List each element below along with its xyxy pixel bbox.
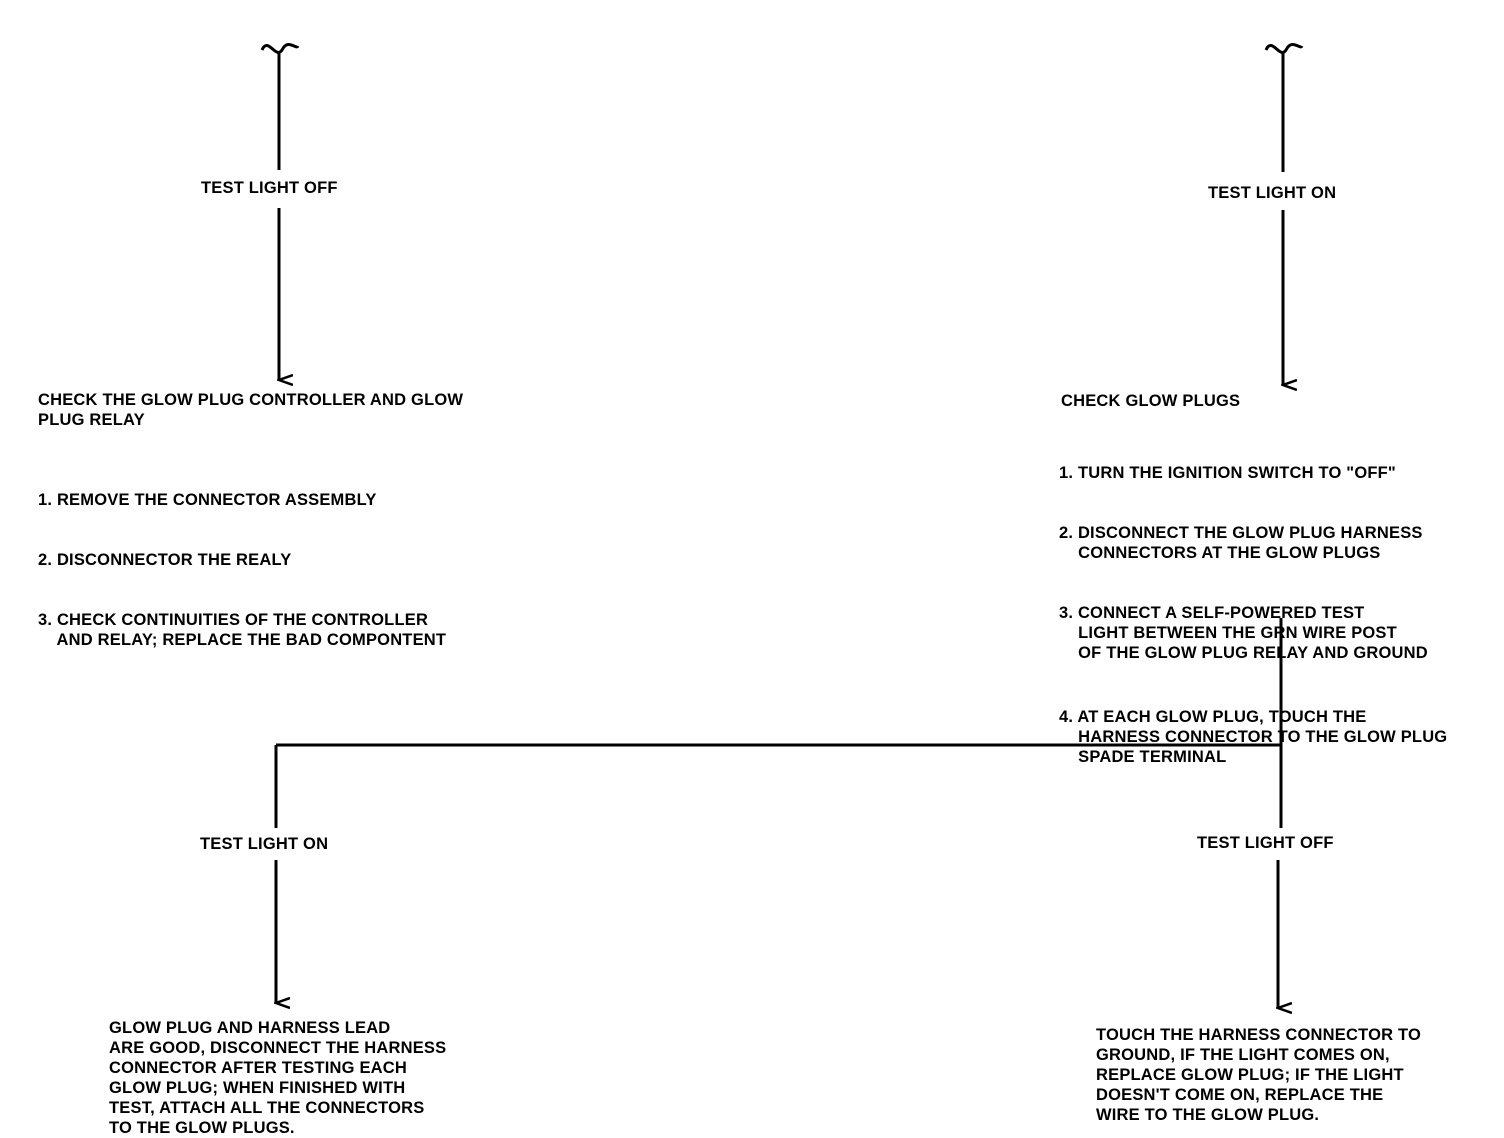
right-step-3: 3. CONNECT A SELF-POWERED TEST LIGHT BET… xyxy=(1059,604,1428,662)
left-step-1: 1. REMOVE THE CONNECTOR ASSEMBLY xyxy=(38,491,377,509)
bottom-right-result: TOUCH THE HARNESS CONNECTOR TO GROUND, I… xyxy=(1096,1026,1422,1124)
left-step-2: 2. DISCONNECTOR THE REALY xyxy=(38,551,292,569)
right-box-title: CHECK GLOW PLUGS xyxy=(1061,392,1241,410)
left-top-label: TEST LIGHT OFF xyxy=(199,178,340,198)
right-top-label: TEST LIGHT ON xyxy=(1206,183,1339,203)
continuation-break-right xyxy=(1264,43,1304,54)
bottom-right-label: TEST LIGHT OFF xyxy=(1195,833,1336,853)
right-step-list: 1. TURN THE IGNITION SWITCH TO "OFF" 2. … xyxy=(1059,423,1447,807)
bottom-left-result: GLOW PLUG AND HARNESS LEAD ARE GOOD, DIS… xyxy=(109,1019,447,1137)
right-step-4: 4. AT EACH GLOW PLUG, TOUCH THE HARNESS … xyxy=(1059,708,1448,766)
left-step-3: 3. CHECK CONTINUITIES OF THE CONTROLLER … xyxy=(38,611,447,649)
bottom-left-label: TEST LIGHT ON xyxy=(198,834,331,854)
right-step-1: 1. TURN THE IGNITION SWITCH TO "OFF" xyxy=(1059,464,1396,482)
right-step-2: 2. DISCONNECT THE GLOW PLUG HARNESS CONN… xyxy=(1059,524,1423,562)
continuation-break-left xyxy=(260,43,300,54)
left-step-list: 1. REMOVE THE CONNECTOR ASSEMBLY 2. DISC… xyxy=(38,450,446,690)
left-box-title: CHECK THE GLOW PLUG CONTROLLER AND GLOW … xyxy=(38,391,464,429)
